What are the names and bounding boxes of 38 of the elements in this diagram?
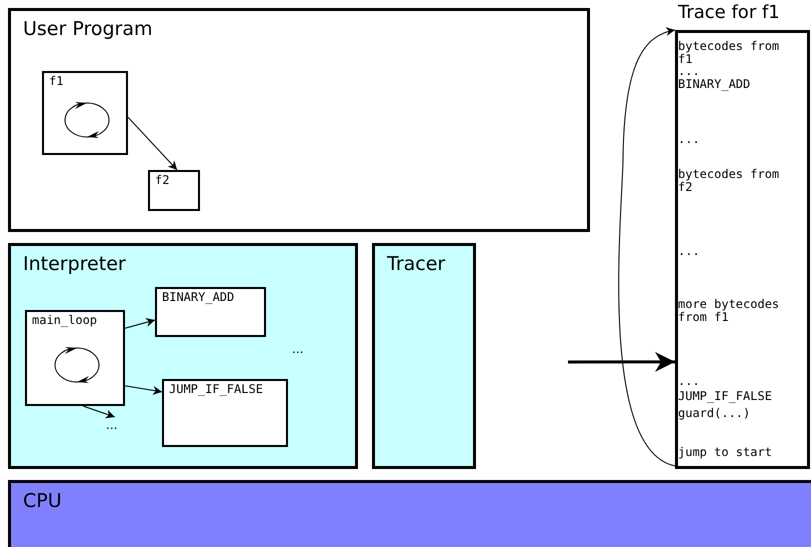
- function-name: f2: [155, 173, 170, 187]
- panel-title: User Program: [23, 18, 153, 40]
- trace-line: guard(...): [678, 407, 752, 420]
- arrow: [124, 385, 162, 395]
- arrow: [568, 352, 675, 372]
- trace-line: ...: [678, 375, 701, 388]
- arrow: [82, 406, 116, 418]
- function-box: [155, 287, 266, 337]
- trace-title: Trace for f1: [678, 2, 780, 23]
- arrow: [124, 318, 156, 329]
- function-box: [25, 310, 125, 406]
- function-name: f1: [49, 74, 64, 88]
- program-panel: [8, 8, 590, 232]
- cpu-bar: [8, 480, 811, 547]
- panel-title: CPU: [23, 490, 62, 512]
- function-box: [162, 379, 288, 447]
- function-name: JUMP_IF_FALSE: [169, 382, 263, 396]
- trace-line: BINARY_ADD: [678, 78, 752, 91]
- trace-line: bytecodes from f1: [678, 40, 780, 66]
- trace-line: more bytecodes from f1: [678, 298, 780, 324]
- arrow: [618, 28, 676, 466]
- trace-line: ...: [678, 133, 701, 146]
- ellipsis-text: ...: [292, 342, 304, 356]
- function-box: [42, 71, 128, 155]
- trace-line: JUMP_IF_FALSE: [678, 390, 773, 403]
- component-panel: [372, 243, 476, 469]
- trace-line: bytecodes from f2: [678, 168, 780, 194]
- ellipsis-text: ...: [106, 417, 118, 433]
- function-name: BINARY_ADD: [162, 290, 234, 304]
- panel-title: Tracer: [387, 253, 446, 275]
- arrow: [128, 116, 178, 170]
- function-name: main_loop: [32, 313, 98, 327]
- component-panel: [8, 243, 358, 469]
- function-box: [148, 170, 200, 211]
- trace-line: ...: [678, 245, 701, 258]
- trace-line: ...: [678, 65, 701, 78]
- trace-line: jump to start: [678, 446, 773, 459]
- panel-title: Interpreter: [23, 253, 126, 275]
